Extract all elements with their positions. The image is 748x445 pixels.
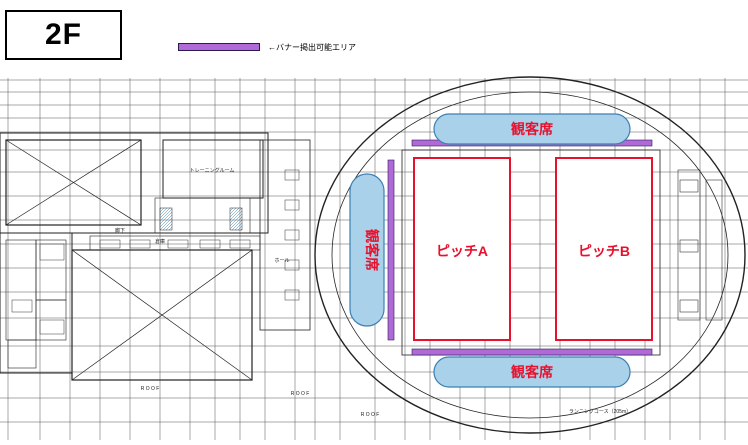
right-service-area — [677, 169, 723, 321]
room-upper-left — [5, 139, 142, 226]
stadium — [314, 76, 746, 434]
left-building — [0, 132, 311, 381]
stand-left — [349, 173, 385, 327]
training-room-label: トレーニングルーム — [190, 167, 235, 174]
pitch-b — [555, 157, 653, 341]
hall-label: ホール — [274, 258, 289, 264]
area-labels: ピッチA ピッチB 観客席 観客席 観客席 — [364, 121, 630, 380]
legend: ←バナー掲出可能エリア — [178, 40, 356, 54]
small-labels: トレーニングルーム ランニングコース（205m） R O O F R O O F… — [115, 167, 631, 418]
pitch-b-label: ピッチB — [578, 243, 630, 259]
pitch-a-label: ピッチA — [436, 243, 488, 259]
roof-label-2: R O O F — [361, 412, 380, 418]
banner-area-bottom — [411, 348, 653, 356]
stand-bottom — [433, 356, 631, 388]
stadium-inner-ring — [331, 91, 729, 419]
detail-boxes — [11, 169, 300, 335]
roof-label-1: R O O F — [141, 386, 160, 392]
floor-label-box: 2F — [5, 10, 122, 60]
banner-area-left — [387, 159, 395, 341]
stand-top — [433, 113, 631, 145]
legend-banner-swatch — [178, 43, 260, 51]
corridor-label: 廊下 — [115, 227, 125, 234]
left-building-upper — [0, 132, 269, 234]
stand-top-label: 観客席 — [511, 121, 553, 137]
legend-text: ←バナー掲出可能エリア — [268, 42, 356, 52]
room-lower-left — [0, 232, 73, 374]
pitches — [413, 157, 653, 341]
pitch-a — [413, 157, 511, 341]
stand-left-label: 観客席 — [364, 229, 380, 271]
roof-label-3: R O O F — [291, 391, 310, 397]
running-track-label: ランニングコース（205m） — [569, 408, 631, 415]
floor-label: 2F — [44, 18, 82, 51]
storage-label: 倉庫 — [155, 238, 165, 245]
stadium-outer-ring — [314, 76, 746, 434]
spectator-stands — [349, 113, 631, 388]
stand-bottom-label: 観客席 — [511, 364, 553, 380]
